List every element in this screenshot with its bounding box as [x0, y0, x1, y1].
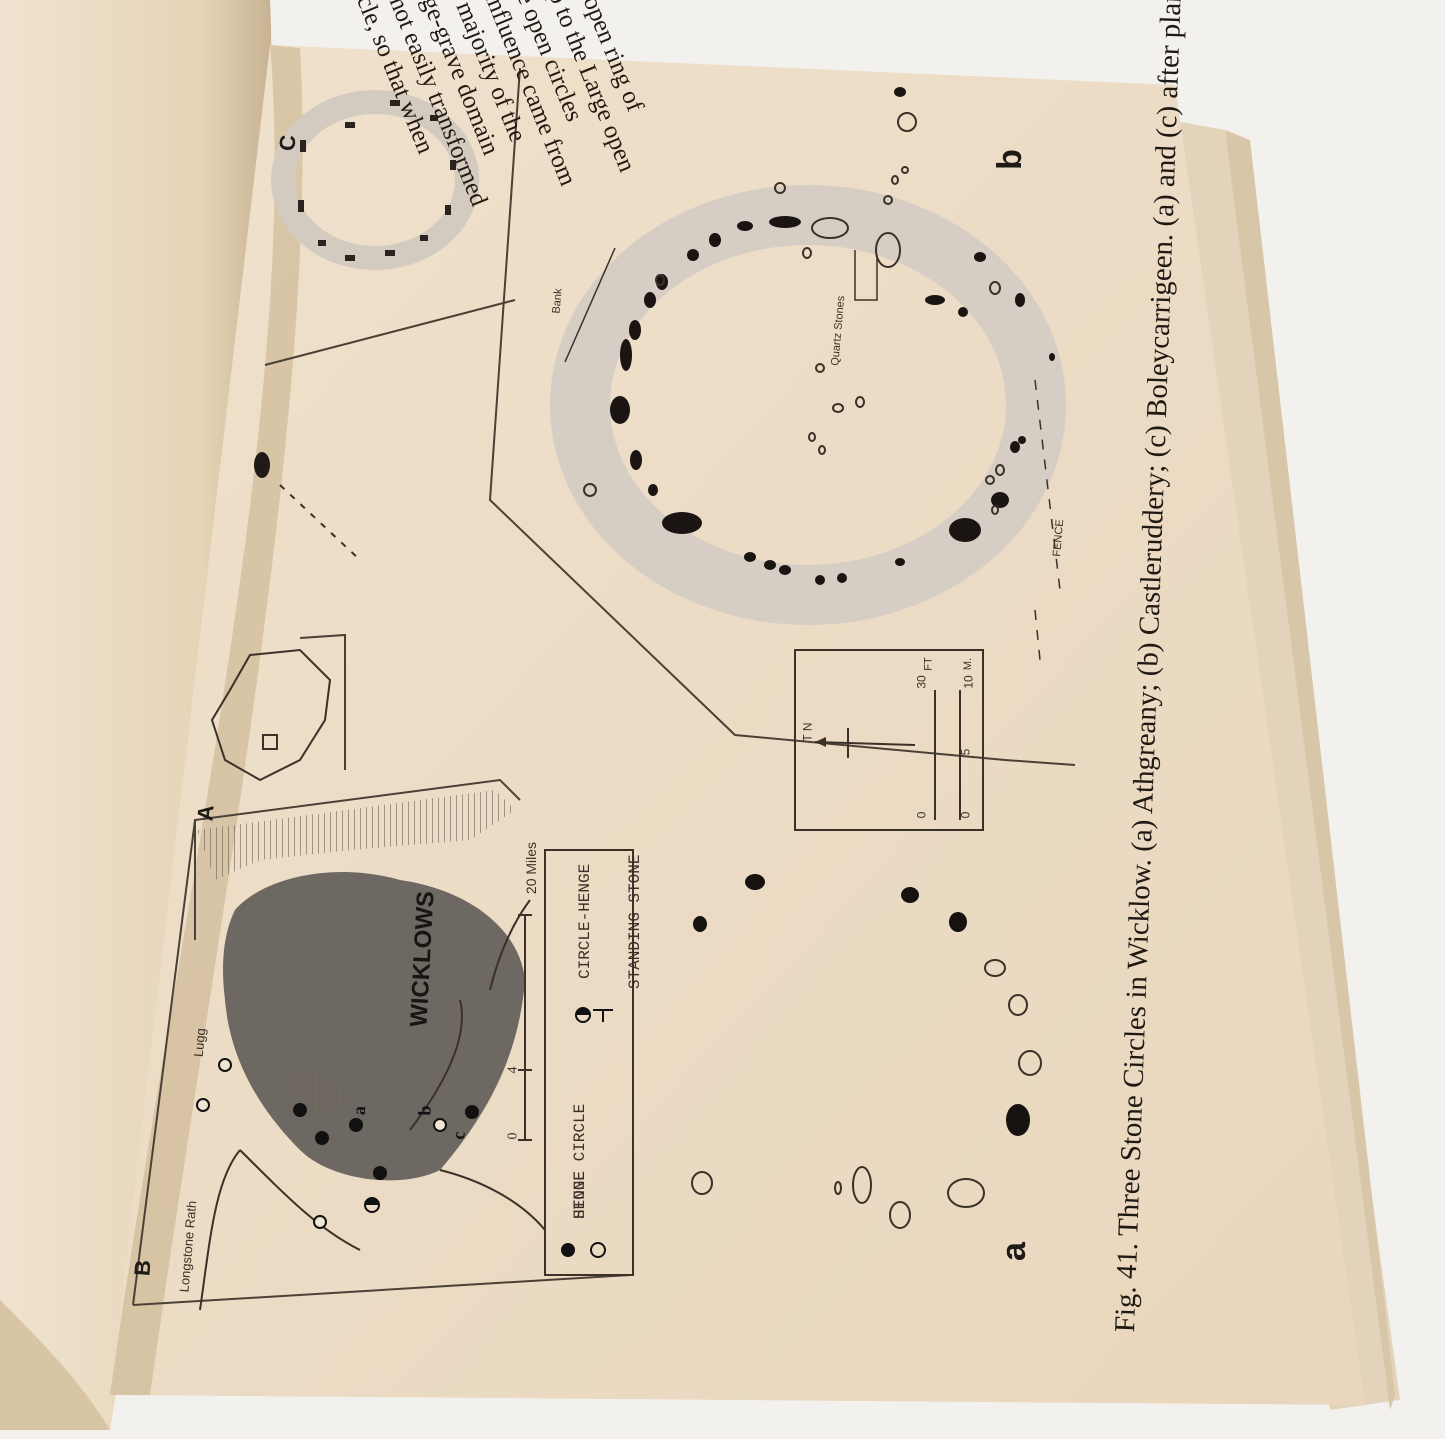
scale-feet-label: FT	[922, 657, 935, 671]
map-scale-tick-4: 4	[505, 1066, 521, 1074]
outlier-stone	[254, 452, 270, 478]
scale-feet-max: 30	[914, 675, 929, 689]
scale-metres-mid: 5	[958, 748, 973, 756]
panel-label-B: B	[129, 1258, 156, 1277]
plan-b	[550, 87, 1066, 661]
map-site-b: b	[414, 1105, 435, 1116]
map-scale-label: 20 Miles	[523, 841, 540, 895]
scale-feet-min: 0	[914, 811, 929, 819]
map-scale-tick-0: 0	[505, 1132, 521, 1140]
page-edge-stack	[1170, 120, 1400, 1410]
panel-label-A: A	[192, 803, 219, 822]
plan-b-bank-label: Bank	[550, 287, 565, 315]
map-site-a: a	[348, 1105, 370, 1116]
wicklow-map	[196, 790, 546, 1311]
figure-frame	[132, 67, 1076, 1306]
panel-label-b: b	[990, 149, 1029, 170]
legend-circle-henge: CIRCLE-HENGE	[576, 863, 594, 979]
scale-bar	[794, 649, 984, 831]
ireland-inset	[210, 648, 332, 782]
scale-metres-min: 0	[958, 811, 973, 819]
panel-label-a: a	[994, 1242, 1033, 1261]
map-place-lugg: Lugg	[190, 1027, 209, 1058]
plan-c	[271, 90, 479, 270]
map-legend	[518, 849, 634, 1276]
scale-metres-label: M.	[962, 657, 975, 671]
left-page	[0, 0, 272, 1430]
panel-label-C: C	[274, 133, 301, 152]
scale-metres-max: 10	[961, 675, 976, 689]
plan-a	[691, 874, 1042, 1229]
legend-standing-stone: STANDING STONE	[626, 854, 644, 989]
scale-north-label: T N	[800, 722, 815, 742]
legend-henge: HENGE	[571, 1170, 589, 1219]
map-site-c: c	[448, 1131, 469, 1140]
